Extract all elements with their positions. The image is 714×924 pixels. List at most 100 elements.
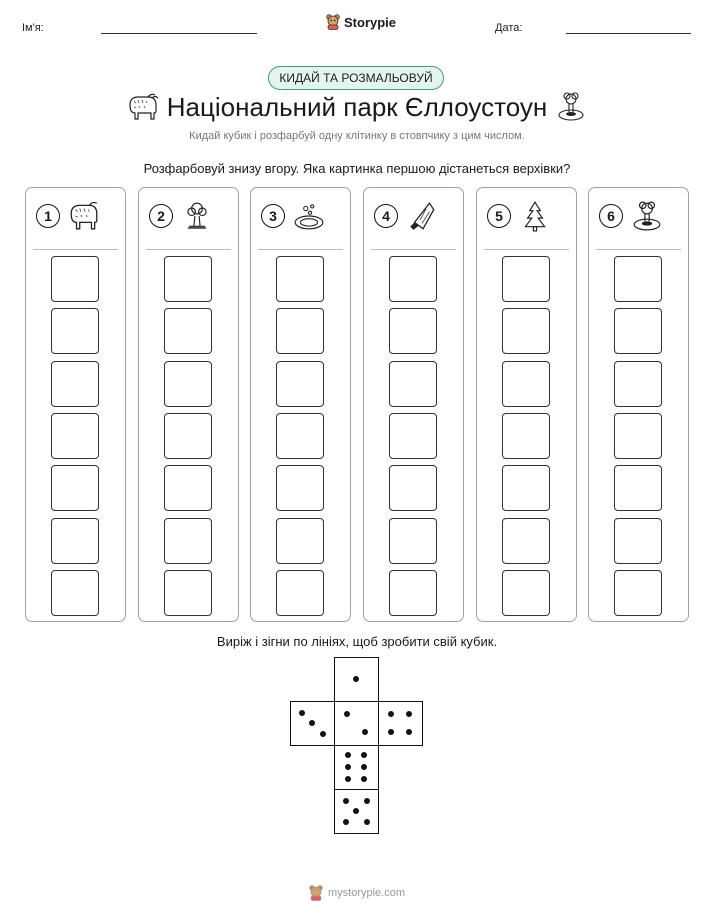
color-cell[interactable] xyxy=(276,360,324,407)
column-number: 3 xyxy=(261,204,285,228)
color-cell[interactable] xyxy=(276,517,324,564)
column-6: 6 xyxy=(588,187,689,622)
column-divider xyxy=(258,249,343,250)
color-cell[interactable] xyxy=(614,465,662,512)
die-pip xyxy=(406,729,413,736)
column-number: 5 xyxy=(487,204,511,228)
die-face-3 xyxy=(290,701,335,746)
footer: mystorypie.com xyxy=(0,885,714,901)
color-cell[interactable] xyxy=(276,256,324,302)
color-cell[interactable] xyxy=(614,308,662,355)
date-line xyxy=(566,33,691,34)
color-cell[interactable] xyxy=(164,569,212,616)
color-cell[interactable] xyxy=(502,308,550,355)
color-cell[interactable] xyxy=(51,465,99,512)
color-cell[interactable] xyxy=(164,256,212,302)
arrowhead-icon xyxy=(410,202,435,230)
color-cell[interactable] xyxy=(389,465,437,512)
geyser-crater-icon xyxy=(633,201,661,231)
die-pip xyxy=(343,710,350,717)
page-subtitle: Кидай кубик і розфарбуй одну клітинку в … xyxy=(189,130,525,142)
name-line xyxy=(101,33,257,34)
color-cell[interactable] xyxy=(51,256,99,302)
brand-logo: Storypie xyxy=(326,14,396,30)
footer-url: mystorypie.com xyxy=(327,887,406,899)
die-face-1 xyxy=(334,657,379,702)
color-cell[interactable] xyxy=(389,569,437,616)
color-cell[interactable] xyxy=(389,517,437,564)
cut-instruction: Виріж і зігни по лініях, щоб зробити сві… xyxy=(216,634,498,649)
column-2: 2 xyxy=(138,187,239,622)
color-cell[interactable] xyxy=(502,360,550,407)
column-number: 4 xyxy=(374,204,398,228)
color-cell[interactable] xyxy=(614,360,662,407)
color-cell[interactable] xyxy=(51,360,99,407)
color-cell[interactable] xyxy=(614,517,662,564)
color-cell[interactable] xyxy=(614,412,662,459)
color-cell[interactable] xyxy=(164,412,212,459)
color-cell[interactable] xyxy=(276,465,324,512)
color-cell[interactable] xyxy=(164,308,212,355)
column-number: 1 xyxy=(36,204,60,228)
storypie-bear-icon xyxy=(326,14,340,30)
page-title: Національний парк Єллоустоун xyxy=(166,92,548,122)
date-label: Дата: xyxy=(495,22,523,34)
die-pip xyxy=(406,710,413,717)
die-pip xyxy=(387,729,394,736)
color-cell[interactable] xyxy=(164,360,212,407)
column-divider xyxy=(371,249,456,250)
hot-spring-icon xyxy=(294,204,324,230)
column-3: 3 xyxy=(250,187,351,622)
die-face-6 xyxy=(334,745,379,790)
die-pip xyxy=(309,720,315,726)
color-cell[interactable] xyxy=(614,569,662,616)
color-cell[interactable] xyxy=(276,569,324,616)
column-header: 4 xyxy=(374,200,438,232)
color-cell[interactable] xyxy=(502,256,550,302)
color-cell[interactable] xyxy=(276,308,324,355)
color-cell[interactable] xyxy=(164,465,212,512)
color-cell[interactable] xyxy=(502,465,550,512)
die-face-2 xyxy=(334,701,379,746)
column-4: 4 xyxy=(363,187,464,622)
die-face-5 xyxy=(334,789,379,834)
bison-icon xyxy=(129,93,159,120)
column-1: 1 xyxy=(25,187,126,622)
die-face-4 xyxy=(378,701,423,746)
color-cell[interactable] xyxy=(502,569,550,616)
geyser-crater-icon xyxy=(558,92,584,121)
die-pip xyxy=(319,730,326,737)
color-cell[interactable] xyxy=(614,256,662,302)
die-pip xyxy=(344,752,351,759)
column-header: 6 xyxy=(599,200,663,232)
die-pip xyxy=(342,818,349,825)
die-pip xyxy=(344,775,351,782)
color-cell[interactable] xyxy=(276,412,324,459)
column-5: 5 xyxy=(476,187,577,622)
brand-name: Storypie xyxy=(344,14,397,30)
die-pip xyxy=(344,764,351,770)
color-cell[interactable] xyxy=(164,517,212,564)
die-pip xyxy=(363,797,370,804)
activity-badge: КИДАЙ ТА РОЗМАЛЬОВУЙ xyxy=(268,66,444,90)
color-cell[interactable] xyxy=(51,517,99,564)
color-cell[interactable] xyxy=(502,517,550,564)
name-label: Ім'я: xyxy=(22,22,44,34)
column-number: 6 xyxy=(599,204,623,228)
column-divider xyxy=(33,249,118,250)
die-pip xyxy=(298,709,305,716)
column-header: 1 xyxy=(36,200,100,232)
color-cell[interactable] xyxy=(389,360,437,407)
color-cell[interactable] xyxy=(51,308,99,355)
color-cell[interactable] xyxy=(51,569,99,616)
die-pip xyxy=(362,729,369,736)
color-cell[interactable] xyxy=(389,412,437,459)
color-cell[interactable] xyxy=(502,412,550,459)
die-pip xyxy=(361,752,368,759)
column-divider xyxy=(596,249,681,250)
color-cell[interactable] xyxy=(389,308,437,355)
storypie-bear-icon xyxy=(309,885,323,901)
color-cell[interactable] xyxy=(389,256,437,302)
color-cell[interactable] xyxy=(51,412,99,459)
geyser-icon xyxy=(187,202,207,229)
